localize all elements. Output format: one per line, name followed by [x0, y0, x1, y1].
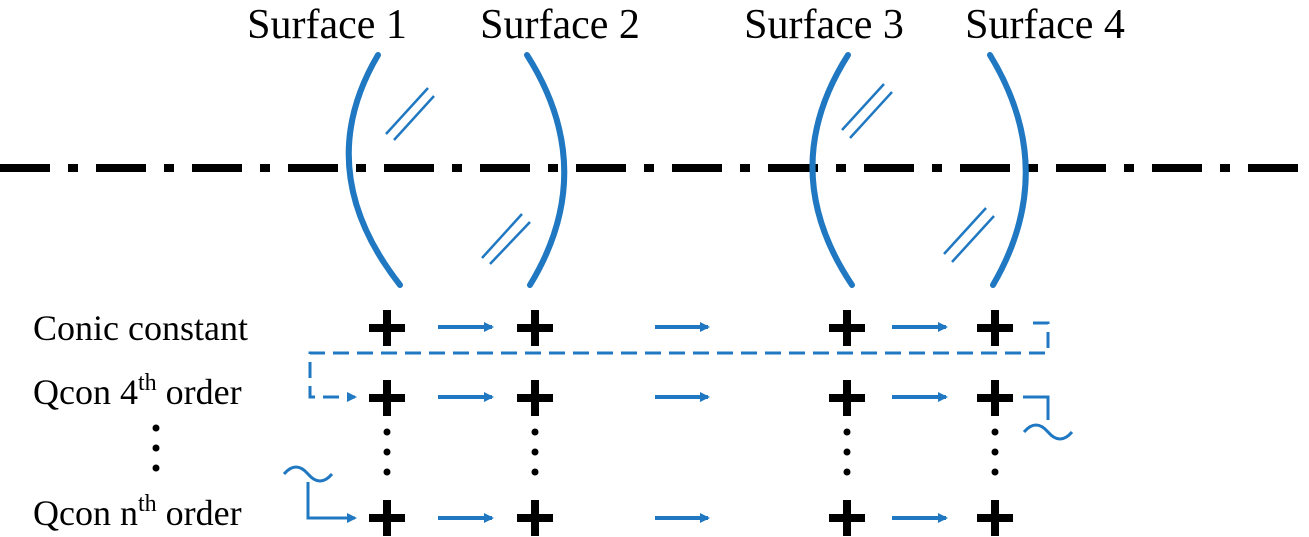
lens-surface-3	[809, 52, 855, 288]
row-label-qcon-nth-order: Qcon nth order	[33, 491, 242, 533]
glass-hatch-4	[943, 207, 995, 263]
surface-2-label: Surface 2	[480, 2, 640, 48]
wrap-out-connector	[1023, 395, 1050, 420]
lens-surface-4	[987, 52, 1029, 288]
row-label-qcon-4th-order: Qcon 4th order	[33, 370, 242, 412]
glass-hatch-3	[841, 83, 893, 139]
lens-surface-2	[524, 52, 568, 288]
wrap-in-connector	[306, 482, 357, 523]
plus-row-qcon-nth	[369, 500, 1013, 536]
column-ellipses	[383, 428, 999, 476]
wrap-dashed-connector	[308, 321, 1050, 402]
glass-hatch-2	[481, 213, 531, 265]
lens-surface-1	[345, 52, 403, 288]
row-label-conic-constant: Conic constant	[33, 308, 248, 348]
surface-1-label: Surface 1	[247, 2, 407, 48]
surface-4-label: Surface 4	[965, 2, 1125, 48]
glass-hatch-1	[385, 87, 435, 141]
surface-3-label: Surface 3	[744, 2, 904, 48]
plus-row-qcon-4th	[369, 380, 1013, 416]
break-tilde-right	[1022, 423, 1074, 441]
label-ellipsis	[152, 424, 160, 472]
break-tilde-left	[282, 465, 334, 483]
plus-row-conic	[369, 310, 1013, 346]
